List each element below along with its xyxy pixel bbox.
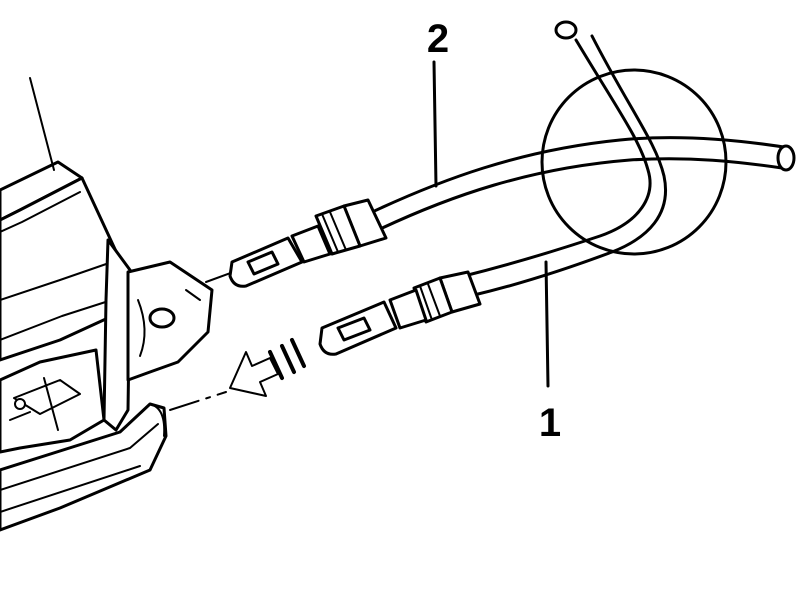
- cable-1-end: [554, 20, 578, 40]
- cable-2-ferrule-ribs: [321, 211, 347, 253]
- cable-1-terminal-slot: [336, 316, 372, 342]
- housing-leader-line: [29, 77, 55, 171]
- support-post: [102, 238, 132, 432]
- cable-2-end: [776, 144, 796, 172]
- housing-inner-line-2: [0, 297, 119, 341]
- cable-1-outer-edge: [462, 38, 652, 278]
- housing-assembly: [0, 77, 214, 532]
- bracket-hole: [148, 307, 176, 329]
- mechanism-pivot: [14, 398, 26, 410]
- callout-2-leader: [432, 60, 438, 188]
- callout-1-label: 1: [539, 401, 561, 445]
- detail-circle: [540, 68, 728, 256]
- arrow-head: [229, 351, 279, 397]
- cable-1-terminal: [318, 300, 398, 356]
- cable-1-ferrule-ribs: [419, 283, 441, 321]
- housing-edge-line: [0, 191, 81, 233]
- cable-2-terminal-slot: [246, 250, 280, 276]
- base-rail-end: [149, 403, 166, 437]
- housing-inner-line: [0, 261, 113, 301]
- arrow-left-down-icon: [229, 338, 306, 397]
- mechanism-detail: [9, 377, 81, 431]
- callout-2: 2: [427, 17, 449, 188]
- arrow-motion-lines: [268, 338, 306, 380]
- cable-2-terminal: [228, 236, 304, 288]
- alignment-line-upper: [205, 267, 245, 283]
- cable-1-crimp: [388, 288, 428, 330]
- cable-2-crimp: [290, 224, 332, 264]
- callout-1-leader: [544, 260, 550, 388]
- base-rail-groove: [0, 423, 159, 513]
- callout-1: 1: [539, 260, 561, 445]
- cable-2: [228, 136, 796, 288]
- alignment-line-lower: [169, 391, 227, 411]
- cable-2-outer-edge: [366, 136, 792, 216]
- cable-1: [318, 20, 667, 356]
- bracket-detail: [137, 289, 201, 357]
- lower-mechanism: [0, 348, 106, 454]
- cable-1-inner-edge: [468, 34, 667, 298]
- callout-2-label: 2: [427, 17, 449, 61]
- cable-2-inner-edge: [376, 157, 784, 232]
